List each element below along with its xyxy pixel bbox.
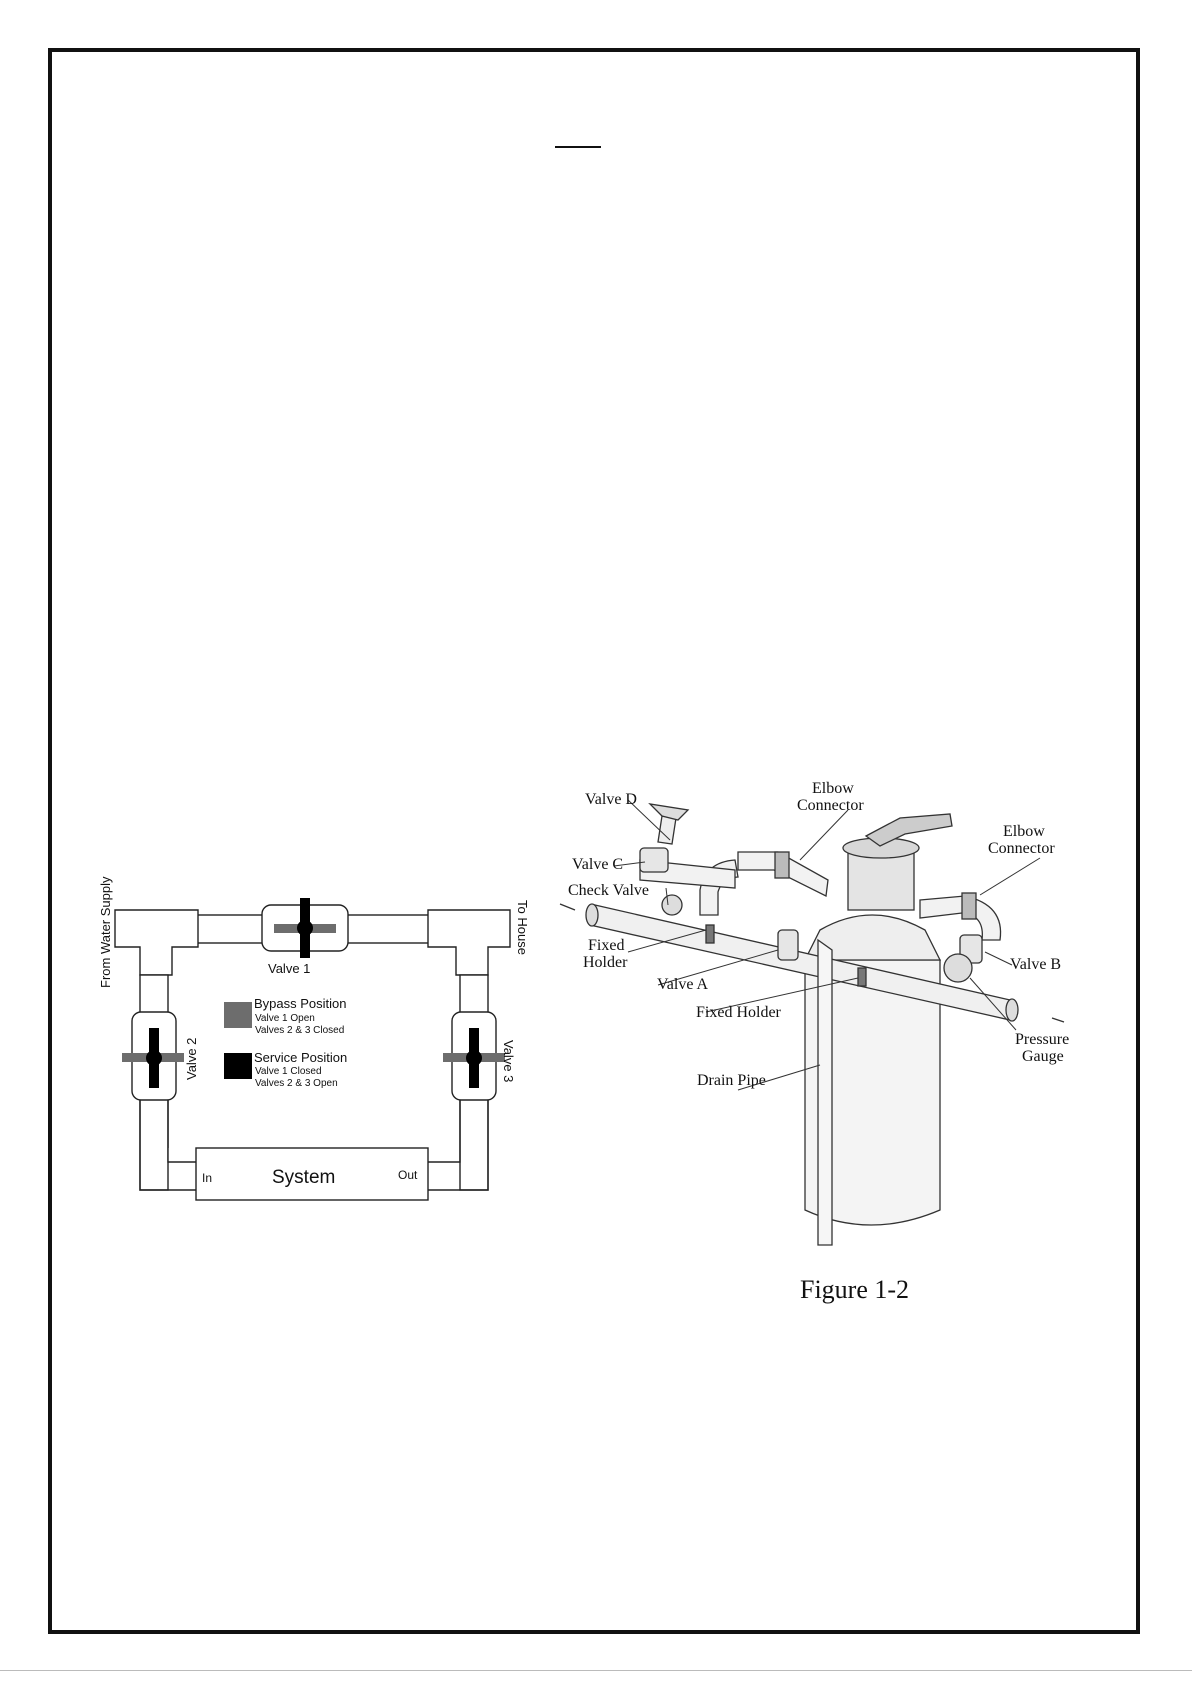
check-valve-label: Check Valve bbox=[568, 882, 649, 899]
left-bottom-bend bbox=[139, 1080, 198, 1191]
valve-b-label: Valve B bbox=[1010, 956, 1061, 973]
valve-a-label: Valve A bbox=[657, 976, 709, 993]
fixed-holder-left bbox=[705, 924, 715, 944]
fixed-holder-left-label-1: Fixed bbox=[588, 937, 624, 954]
valve-d bbox=[657, 815, 677, 845]
left-elbow bbox=[114, 909, 199, 976]
elbow-connector-right-label-2: Connector bbox=[988, 840, 1055, 857]
service-legend-swatch bbox=[224, 1053, 252, 1079]
bypass-legend-swatch bbox=[224, 1002, 252, 1028]
out-label: Out bbox=[398, 1168, 418, 1182]
control-valve-lever bbox=[864, 813, 953, 847]
page-bottom-rule bbox=[0, 1670, 1192, 1671]
drain-pipe bbox=[817, 938, 833, 1246]
valve-3-handle bbox=[443, 1028, 505, 1088]
valve-d-label: Valve D bbox=[585, 791, 637, 808]
service-legend-title: Service Position bbox=[254, 1050, 347, 1065]
tank-top bbox=[803, 914, 942, 961]
pressure-gauge bbox=[943, 953, 973, 983]
pressure-gauge-label-1: Pressure bbox=[1015, 1031, 1069, 1048]
service-legend-line1: Valve 1 Closed bbox=[255, 1066, 322, 1077]
to-house-label: To House bbox=[515, 900, 530, 955]
valve-1-label: Valve 1 bbox=[268, 961, 310, 976]
page-border bbox=[48, 48, 1140, 1634]
elbow-connector-top-label-1: Elbow bbox=[812, 780, 854, 797]
valve-c bbox=[639, 847, 669, 873]
tank-body bbox=[804, 959, 941, 1226]
valve-a bbox=[777, 929, 799, 961]
fixed-holder-mid-label: Fixed Holder bbox=[696, 1004, 782, 1021]
fixed-holder-left-label-2: Holder bbox=[583, 954, 628, 971]
valve-c-label: Valve C bbox=[572, 856, 623, 873]
bypass-legend-line1: Valve 1 Open bbox=[255, 1013, 315, 1024]
elbow-connector-top-label-2: Connector bbox=[797, 797, 864, 814]
top-elbow-coupling bbox=[774, 851, 790, 879]
system-box bbox=[195, 1147, 429, 1201]
valve-3-label: Valve 3 bbox=[501, 1040, 516, 1082]
inlet-arrow-icon bbox=[559, 903, 576, 911]
in-label: In bbox=[202, 1171, 212, 1185]
outlet-arrow-icon bbox=[1051, 1017, 1065, 1023]
valve-2-handle bbox=[122, 1028, 184, 1088]
heading-underline bbox=[555, 146, 601, 148]
check-valve bbox=[661, 894, 683, 916]
right-elbow-coupling bbox=[961, 892, 977, 920]
figure-caption: Figure 1-2 bbox=[800, 1275, 910, 1304]
valve-2-label: Valve 2 bbox=[184, 1038, 199, 1080]
bypass-legend-title: Bypass Position bbox=[254, 996, 347, 1011]
from-water-supply-label: From Water Supply bbox=[98, 876, 113, 988]
service-legend-line2: Valves 2 & 3 Open bbox=[255, 1078, 338, 1089]
fixed-holder-mid bbox=[857, 967, 867, 987]
elbow-connector-right-label-1: Elbow bbox=[1003, 823, 1045, 840]
bypass-legend-line2: Valves 2 & 3 Closed bbox=[255, 1025, 344, 1036]
right-bottom-bend bbox=[428, 1080, 489, 1191]
system-label: System bbox=[272, 1167, 335, 1188]
valve-1-handle bbox=[274, 898, 336, 958]
drain-pipe-label: Drain Pipe bbox=[697, 1072, 766, 1089]
pressure-gauge-label-2: Gauge bbox=[1022, 1048, 1064, 1065]
